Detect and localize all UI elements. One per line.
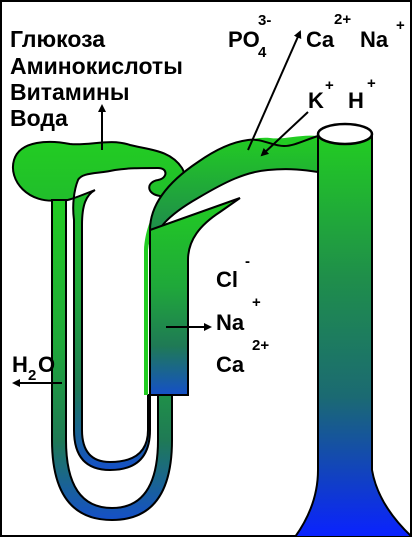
ion-calcium-loop: Ca bbox=[216, 352, 245, 377]
ion-sodium-top-charge: + bbox=[396, 17, 405, 34]
ion-calcium-top-charge: 2+ bbox=[334, 11, 351, 28]
ion-hydrogen: H bbox=[348, 88, 364, 113]
label-water: Вода bbox=[10, 105, 68, 131]
arrow-ions-out-top bbox=[247, 30, 302, 151]
ion-potassium: K bbox=[308, 88, 324, 113]
ascending-limb-thick bbox=[149, 134, 319, 395]
label-vitamins: Витамины bbox=[10, 79, 130, 105]
ion-potassium-charge: + bbox=[325, 77, 334, 94]
ascending-limb-base bbox=[149, 197, 241, 396]
water-formula-h: H bbox=[12, 352, 28, 377]
ion-sodium-top: Na bbox=[360, 27, 389, 52]
ion-chloride-charge: - bbox=[245, 253, 250, 270]
water-formula-o: O bbox=[38, 352, 55, 377]
ion-phosphate-charge: 3- bbox=[258, 12, 271, 29]
ion-calcium-top: Ca bbox=[306, 27, 335, 52]
label-amino-acids: Аминокислоты bbox=[10, 53, 183, 79]
ion-chloride: Cl bbox=[216, 267, 238, 292]
ion-sodium-loop-charge: + bbox=[252, 294, 261, 311]
ion-phosphate: PO bbox=[228, 27, 260, 52]
label-glucose: Глюкоза bbox=[10, 26, 105, 52]
water-formula-sub: 2 bbox=[28, 367, 36, 384]
collecting-duct-opening bbox=[316, 122, 374, 146]
arrow-secretion-in bbox=[260, 111, 309, 157]
ion-sodium-loop: Na bbox=[216, 310, 245, 335]
collecting-duct bbox=[293, 135, 412, 537]
ion-calcium-loop-charge: 2+ bbox=[252, 337, 269, 354]
ion-phosphate-sub: 4 bbox=[258, 44, 267, 61]
ion-hydrogen-charge: + bbox=[367, 75, 376, 92]
